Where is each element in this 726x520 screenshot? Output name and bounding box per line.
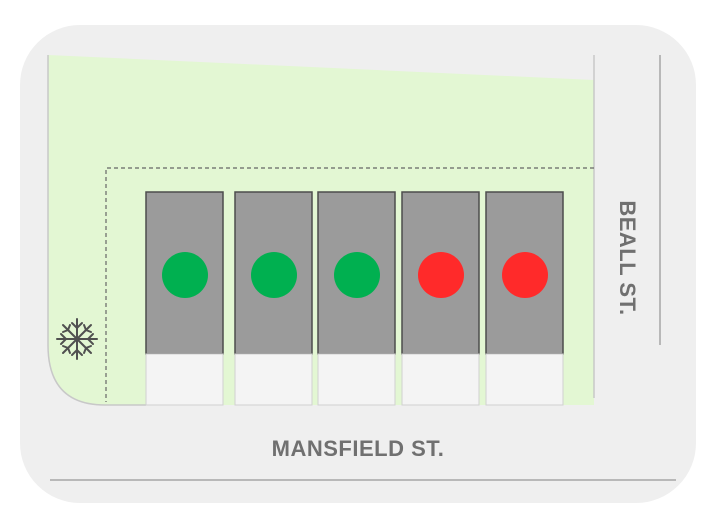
lot-5-driveway [485, 353, 564, 406]
lot-1-status-dot[interactable] [162, 252, 208, 298]
lot-2-status-dot[interactable] [251, 252, 297, 298]
lot-3-status-dot[interactable] [334, 252, 380, 298]
lot-5-status-dot[interactable] [502, 252, 548, 298]
property-line [105, 167, 594, 402]
lot-3[interactable] [317, 191, 396, 355]
beall-street-label: BEALL ST. [615, 200, 640, 315]
lot-3-driveway [317, 353, 396, 406]
lots-group [145, 191, 564, 406]
lot-4-driveway [401, 353, 480, 406]
mansfield-street-label: MANSFIELD ST. [272, 436, 445, 461]
lot-4-status-dot[interactable] [418, 252, 464, 298]
snowflake-tree-icon [56, 318, 98, 360]
lot-2-driveway [234, 353, 313, 406]
lot-1-driveway [145, 353, 224, 406]
lawn-edge [47, 55, 146, 406]
